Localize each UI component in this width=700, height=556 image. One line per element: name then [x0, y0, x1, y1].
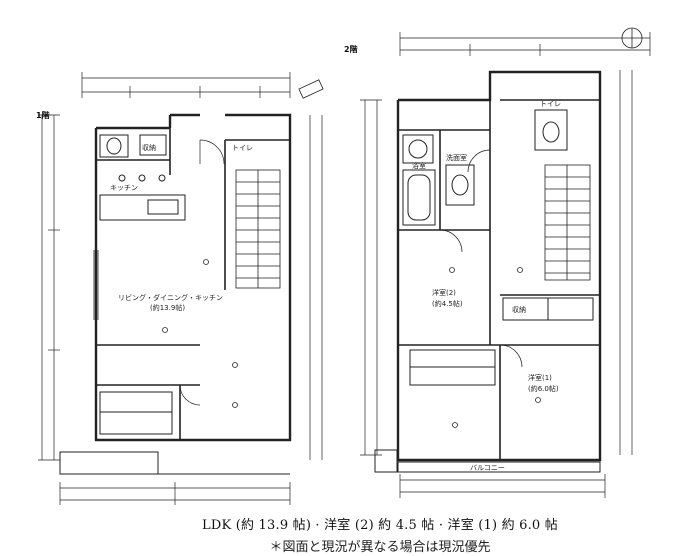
- left-room-wc-label: トイレ: [232, 144, 253, 152]
- disclaimer-note: ＊図面と現況が異なる場合は現況優先: [269, 540, 491, 555]
- left-top-dimension-lines: [81, 72, 291, 98]
- right-room-1-label: 洋室(1): [528, 373, 552, 382]
- right-bottom-dimension-lines: [399, 474, 606, 498]
- left-windows: [93, 250, 99, 320]
- right-washer: [402, 134, 434, 164]
- right-room-wash-label: 洗面室: [446, 153, 467, 162]
- left-bottom-dimension-lines: [59, 482, 291, 505]
- right-room-bath-label: 浴室: [412, 161, 426, 170]
- right-room-wc-label: トイレ: [540, 100, 561, 108]
- right-room-2-label: 洋室(2): [432, 288, 456, 297]
- right-side-dimension-lines: [360, 70, 633, 456]
- room-area-caption: LDK (約 13.9 帖) · 洋室 (2) 約 4.5 帖 · 洋室 (1)…: [202, 518, 558, 533]
- right-balcony: [374, 449, 601, 473]
- left-floor-label: 1階: [36, 110, 50, 120]
- right-door-swings: [439, 149, 523, 368]
- left-door-swings: [179, 139, 225, 406]
- left-light-fixtures: [162, 259, 238, 408]
- left-room-ldk-label: リビング・ダイニング・キッチン: [118, 293, 223, 302]
- left-lower-room: [99, 391, 173, 435]
- right-light-fixtures: [449, 267, 541, 428]
- left-marker-icon: [298, 79, 324, 99]
- right-bathtub: [402, 169, 436, 226]
- right-closets: [409, 297, 594, 386]
- right-toilet: [534, 109, 568, 151]
- right-room-2-size: (約4.5帖): [432, 299, 463, 308]
- right-inner-walls: [398, 99, 600, 460]
- left-balcony: [59, 451, 290, 475]
- left-room-kitchen-label: キッチン: [110, 184, 138, 192]
- right-staircase: [544, 164, 591, 281]
- left-staircase: [235, 169, 281, 289]
- left-kitchen-counter: [99, 174, 186, 221]
- right-room-closet-label: 収納: [512, 305, 526, 314]
- right-top-dimension-lines: [399, 32, 651, 56]
- north-arrow-icon: [621, 27, 643, 49]
- right-balcony-label: バルコニー: [470, 464, 505, 472]
- left-outer-walls: [94, 113, 292, 442]
- left-inner-walls: [96, 128, 290, 440]
- floor-plan-drawing: 1階 2階 リビング・ダイニング・キッチン (約13.9帖) 収納 トイレ キッ…: [36, 27, 651, 505]
- left-toilet-room: [99, 134, 167, 158]
- right-wash-basin: [445, 164, 475, 206]
- left-side-dimension-lines: [38, 114, 323, 461]
- right-room-1-size: (約6.0帖): [528, 384, 559, 393]
- left-room-ldk-size: (約13.9帖): [150, 303, 185, 312]
- right-floor-label: 2階: [344, 44, 358, 54]
- left-room-storage-label: 収納: [142, 143, 156, 152]
